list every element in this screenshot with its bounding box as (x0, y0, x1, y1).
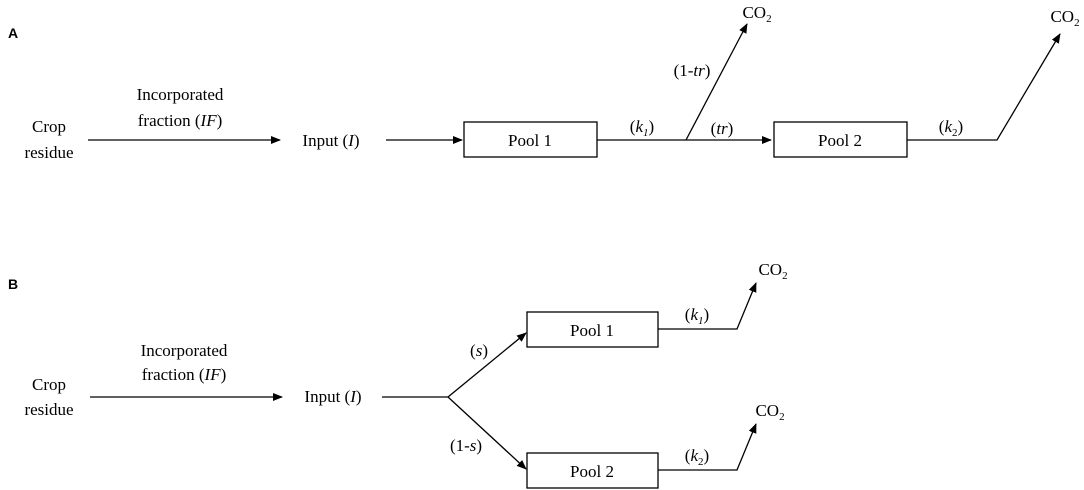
a-residue-label: residue (24, 143, 73, 162)
b-pool2-box (526, 452, 659, 489)
a-co2-label-1: CO2 (742, 3, 771, 25)
b-co2-label-2: CO2 (755, 401, 784, 423)
b-pool1-box (526, 311, 659, 348)
b-arrow-pool2-to-co2 (658, 423, 757, 471)
a-fraction-label: fraction (IF) (138, 111, 223, 130)
a-crop-line1: Crop (32, 117, 66, 136)
panel-a-letter: A (8, 25, 18, 41)
b-co2-label-1: CO2 (758, 260, 787, 282)
a-k2-label: (k2) (939, 117, 963, 139)
panel-b-letter: B (8, 276, 18, 292)
b-arrow-to-pool2 (447, 396, 527, 470)
a-co2-label-2: CO2 (1050, 7, 1079, 29)
b-fraction-label: fraction (IF) (142, 365, 227, 384)
a-pool2-box (773, 121, 908, 158)
a-crop-label: Crop (32, 117, 66, 136)
a-incorporated-label: Incorporated (137, 85, 224, 104)
a-tr-label: (tr) (711, 119, 734, 138)
a-crop-line2: residue (24, 143, 73, 162)
b-one-minus-s-label: (1-s) (450, 436, 482, 455)
a-k1-label: (k1) (630, 117, 654, 139)
b-arrow-pool1-to-co2 (658, 282, 757, 330)
a-arrow-to-co2-1 (685, 23, 748, 141)
b-k2-label: (k2) (685, 446, 709, 468)
a-pool2-label: Pool 2 (818, 131, 862, 150)
b-residue-label: residue (24, 400, 73, 419)
b-input-label: Input (I) (304, 387, 361, 406)
b-crop-line1: Crop (32, 375, 66, 394)
b-pool2-label: Pool 2 (570, 462, 614, 481)
b-crop-line2: residue (24, 400, 73, 419)
b-incorporated-label: Incorporated (141, 341, 228, 360)
b-crop-label: Crop (32, 375, 66, 394)
b-arrow-to-pool1 (447, 332, 527, 398)
a-input-label: Input (I) (302, 131, 359, 150)
b-s-label: (s) (470, 341, 488, 360)
a-arrow-to-co2-2 (907, 33, 1061, 141)
b-pool1-label: Pool 1 (570, 321, 614, 340)
a-pool1-label: Pool 1 (508, 131, 552, 150)
b-k1-label: (k1) (685, 305, 709, 327)
a-one-minus-tr-label: (1-tr) (674, 61, 711, 80)
